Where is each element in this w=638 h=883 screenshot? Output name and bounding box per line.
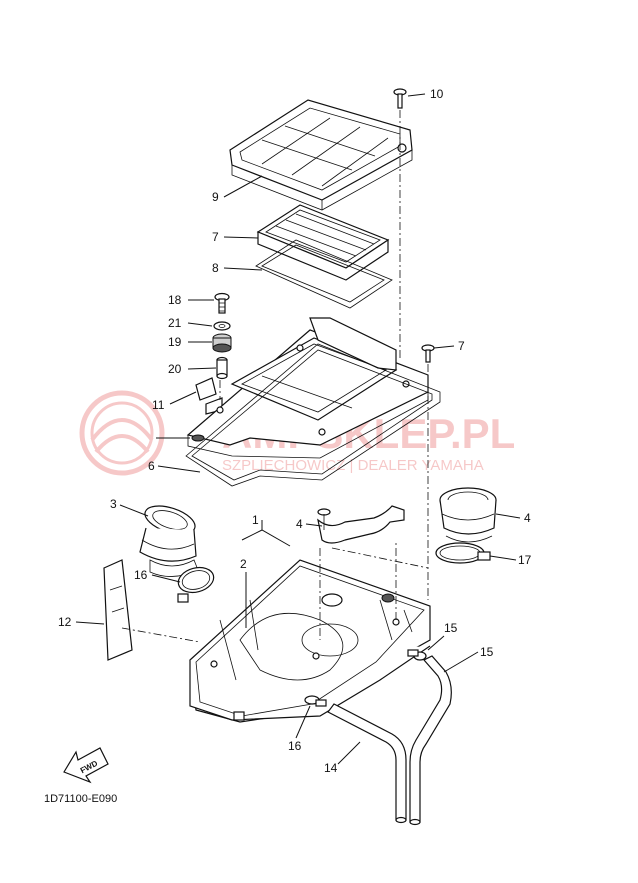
part-6-screw [421, 344, 435, 363]
diagram-code: 1D71100-E090 [44, 793, 117, 805]
part-21-grommet [191, 434, 205, 442]
callout-20: 21 [168, 316, 182, 330]
watermark-logo [79, 390, 165, 476]
watermark-subtitle: SZPLIECHOWICZ | DEALER YAMAHA [222, 457, 484, 474]
callout-8: 8 [212, 261, 219, 275]
part-3-duct-left [139, 505, 199, 577]
callout-17: 18 [168, 293, 182, 307]
callout-16-left: 16 [134, 568, 148, 582]
part-19-collar [216, 356, 228, 380]
callout-3-right: 4 [524, 511, 531, 525]
callout-5: 6 [148, 459, 155, 473]
callout-1: 1 [252, 513, 259, 527]
lower-case [189, 559, 431, 723]
part-3-duct-right [439, 487, 497, 543]
callout-15-upper: 15 [444, 621, 458, 635]
part-5-seal [185, 343, 441, 487]
part-18-grommet [212, 333, 232, 353]
callout-12: 12 [58, 615, 72, 629]
callouts: 10 9 7 8 18 21 19 20 11 6 7 3 4 1 4 2 16… [58, 87, 532, 775]
part-12-plate [103, 559, 133, 661]
part-15-clamp-upper [407, 649, 427, 661]
callout-2: 2 [240, 557, 247, 571]
part-8-gasket [255, 239, 393, 309]
callout-18: 19 [168, 335, 182, 349]
part-7-filter [256, 204, 390, 281]
callout-16-right: 17 [518, 553, 532, 567]
callout-15-lower: 16 [288, 739, 302, 753]
callout-4: 4 [296, 517, 303, 531]
callout-11: 11 [152, 398, 165, 412]
part-16-clamp-left [177, 566, 215, 603]
part-13-hose [327, 703, 407, 824]
part-9-cover [229, 99, 413, 211]
part-16-clamp-right [435, 542, 491, 564]
callout-13: 14 [324, 761, 338, 775]
assembly-lines [121, 364, 429, 643]
callout-19: 20 [168, 362, 182, 376]
part-14-hose [409, 655, 452, 826]
leader-lines [75, 93, 521, 765]
callout-6: 7 [458, 339, 465, 353]
callout-7: 7 [212, 230, 219, 244]
callout-3-left: 3 [110, 497, 117, 511]
callout-9: 9 [212, 190, 219, 204]
part-15-clamp-lower [304, 695, 327, 707]
fwd-arrow-icon: FWD [63, 747, 109, 784]
part-20-washer [213, 321, 231, 331]
part-4-pipe [317, 505, 405, 544]
callout-14: 15 [480, 645, 494, 659]
part-17-bolt [214, 292, 230, 314]
callout-10: 10 [430, 87, 444, 101]
part-10-screw [393, 88, 407, 360]
